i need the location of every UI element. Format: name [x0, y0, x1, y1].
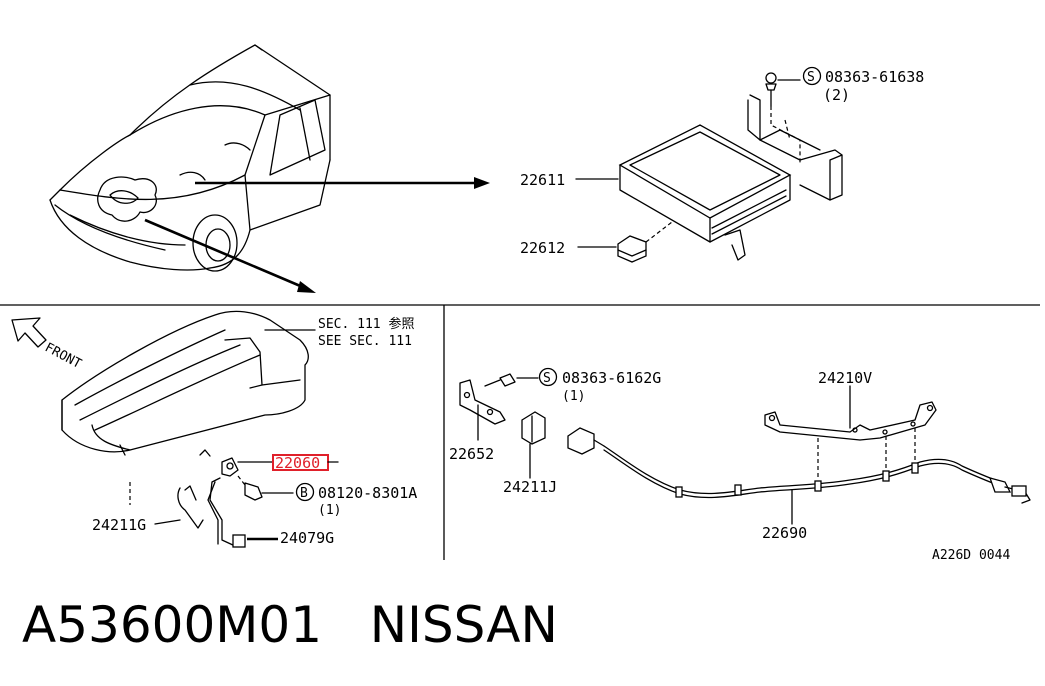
circle-s-right: [538, 367, 558, 387]
label-bracket-pad: 22612: [520, 239, 565, 257]
label-bolt-b: 08120-8301A: [318, 484, 417, 502]
label-screw-top: 08363-61638: [825, 68, 924, 86]
label-highlighted-part[interactable]: 22060: [275, 454, 320, 472]
caption: A53600M01 NISSAN: [22, 596, 558, 654]
caption-brand: NISSAN: [369, 596, 558, 654]
circle-s-top: [802, 66, 822, 86]
label-bolt-b-qty: (1): [318, 503, 341, 518]
label-bracket-right: 22652: [449, 445, 494, 463]
circle-s-right-letter: S: [543, 371, 551, 386]
label-screw-top-qty: (2): [823, 86, 850, 104]
car-illustration: [49, 44, 331, 272]
sensor-assembly-left: [154, 329, 316, 548]
caption-part-number: A53600M01: [22, 596, 323, 654]
label-harness-left: 24079G: [280, 529, 334, 547]
label-diagram-code: A226D 0044: [932, 548, 1010, 563]
circle-b: [295, 482, 315, 502]
label-sensor-harness: 22690: [762, 524, 807, 542]
callout-arrows: [144, 177, 490, 293]
circle-s-top-letter: S: [807, 70, 815, 85]
label-connector: 24211J: [503, 478, 557, 496]
engine-cover-illustration: [61, 310, 309, 505]
label-section-ref-1: SEC. 111 参照: [318, 316, 414, 332]
harness-illustration: [459, 373, 1031, 525]
label-section-ref-2: SEE SEC. 111: [318, 334, 412, 349]
control-unit-illustration: [575, 72, 843, 263]
label-front: FRONT: [42, 340, 84, 372]
circle-b-letter: B: [300, 486, 308, 501]
label-clip-left: 24211G: [92, 516, 146, 534]
label-harness-bracket: 24210V: [818, 369, 872, 387]
label-screw-right: 08363-6162G: [562, 369, 661, 387]
front-arrow: [11, 317, 47, 348]
label-screw-right-qty: (1): [562, 389, 585, 404]
label-control-unit: 22611: [520, 171, 565, 189]
